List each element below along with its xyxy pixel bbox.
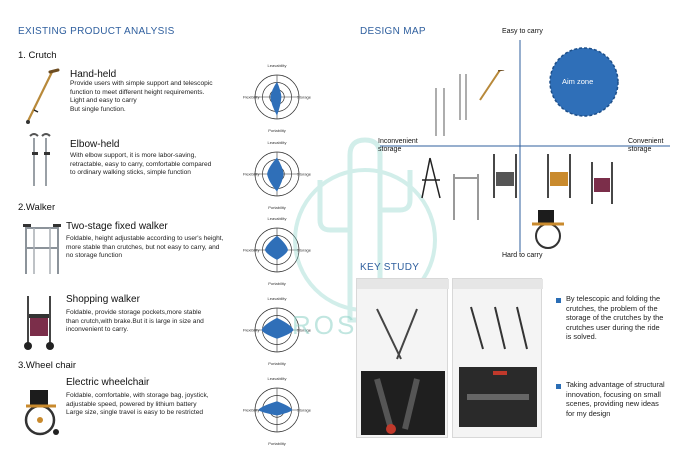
axis-label-convenient-storage: Convenient storage — [628, 138, 663, 154]
product-title-elbow-held: Elbow-held — [70, 139, 120, 150]
desc-line: than crutch,with brake.But it is large i… — [66, 317, 204, 325]
design-map-axes — [380, 40, 670, 252]
radar-label-left: Flexibility — [243, 248, 259, 253]
desc-line: But single function. — [70, 105, 126, 113]
bullet-line: storage of the crutches by the — [566, 313, 664, 323]
section-title-design-map: DESIGN MAP — [360, 26, 426, 37]
bullet-line: scenes, providing new ideas — [566, 399, 659, 409]
product-desc-elbow-held: With elbow support, it is more labor-sav… — [70, 152, 211, 178]
product-desc-shopping-walker: Foldable, provide storage pockets,more s… — [66, 309, 204, 335]
desc-line: adjustable speed, powered by lithium bat… — [66, 400, 197, 408]
elbow-crutch-image — [29, 133, 51, 186]
bullet-square-icon — [556, 384, 561, 389]
radar-label-bottom: Portability — [268, 128, 286, 133]
radar-area — [261, 317, 294, 339]
radar-label-top: Leavability — [268, 216, 287, 221]
radar-label-left: Flexibility — [243, 408, 259, 413]
desc-line: more stable than crutches, but not easy … — [66, 243, 220, 251]
product-desc-electric-wheelchair: Foldable, comfortable, with storage bag,… — [66, 392, 209, 418]
aim-zone-circle — [549, 47, 619, 117]
map-crutches-image — [435, 70, 505, 136]
product-title-two-stage-walker: Two-stage fixed walker — [66, 221, 168, 232]
product-desc-two-stage-walker: Foldable, height adjustable according to… — [66, 235, 223, 261]
aim-zone-label: Aim zone — [562, 77, 594, 86]
category-walker: 2.Walker — [18, 202, 56, 213]
radar-label-right: Storage — [297, 408, 312, 413]
radar-area — [264, 235, 288, 260]
desc-line: to ordinary walking sticks, simple funct… — [70, 169, 191, 177]
fixed-walker-image — [23, 224, 61, 274]
map-wheelchair-image — [532, 210, 564, 249]
radar-label-right: Storage — [297, 95, 312, 100]
shopping-walker-image — [24, 296, 54, 350]
radar-label-left: Flexibility — [243, 95, 259, 100]
desc-line: Foldable, comfortable, with storage bag,… — [66, 392, 209, 399]
desc-line: Large size, single travel is easy to be … — [66, 409, 204, 417]
axis-label-easy-to-carry: Easy to carry — [502, 28, 543, 35]
bullet-line: Taking advantage of structural — [566, 380, 665, 389]
radar-label-bottom: Portability — [268, 281, 286, 286]
key-study-point-1: By telescopic and folding the crutches, … — [566, 294, 663, 342]
label-line: Inconvenient — [378, 138, 418, 145]
electric-wheelchair-image — [24, 390, 59, 436]
label-line: Convenient — [628, 138, 664, 145]
radar-label-right: Storage — [297, 328, 312, 333]
desc-line: Provide users with simple support and te… — [70, 80, 213, 87]
desc-line: Foldable, provide storage pockets,more s… — [66, 309, 202, 316]
desc-line: Foldable, height adjustable according to… — [66, 235, 224, 242]
desc-line: no storage function — [66, 252, 123, 260]
key-study-image-2 — [452, 278, 543, 438]
product-title-electric-wheelchair: Electric wheelchair — [66, 377, 150, 388]
axis-label-inconvenient-storage: Inconvenient storage — [378, 138, 418, 154]
bullet-line: for my design — [566, 408, 611, 418]
radar-label-top: Leavability — [268, 140, 287, 145]
bullet-line: crutches user during the ride — [566, 322, 660, 332]
axis-label-hard-to-carry: Hard to carry — [502, 252, 543, 259]
radar-label-bottom: Portability — [268, 441, 286, 446]
key-study-point-2: Taking advantage of structural innovatio… — [566, 380, 665, 418]
product-title-hand-held: Hand-held — [70, 69, 117, 80]
label-line: storage — [378, 146, 402, 153]
desc-line: function to meet different height requir… — [70, 88, 205, 96]
radar-label-top: Leavability — [268, 376, 287, 381]
radar-label-bottom: Portability — [268, 205, 286, 210]
desc-line: With elbow support, it is more labor-sav… — [70, 152, 197, 159]
label-line: storage — [628, 146, 652, 153]
section-title-existing-product-analysis: EXISTING PRODUCT ANALYSIS — [18, 26, 175, 37]
radar-area — [258, 401, 293, 416]
radar-area — [267, 157, 284, 192]
desc-line: inconvenient to carry. — [66, 326, 129, 334]
category-wheel-chair: 3.Wheel chair — [18, 360, 77, 371]
radar-label-top: Leavability — [268, 296, 287, 301]
radar-label-right: Storage — [297, 248, 312, 253]
radar-area — [270, 81, 282, 116]
map-shopping-walkers-image — [493, 154, 613, 204]
radar-label-left: Flexibility — [243, 172, 259, 177]
map-walkers-image — [421, 157, 479, 220]
radar-label-top: Leavability — [268, 63, 287, 68]
radar-label-left: Flexibility — [243, 328, 259, 333]
hand-held-crutch-image — [26, 68, 60, 124]
radar-label-right: Storage — [297, 172, 312, 177]
bullet-line: By telescopic and folding the — [566, 294, 661, 303]
desc-line: Light and easy to carry — [70, 97, 137, 105]
category-crutch: 1. Crutch — [18, 50, 57, 61]
bullet-line: crutches, the problem of the — [566, 303, 658, 313]
bullet-line: is solved. — [566, 332, 597, 342]
key-study-image-1 — [356, 278, 449, 438]
section-title-key-study: KEY STUDY — [360, 262, 420, 273]
desc-line: retractable, easy to carry, comfortable … — [70, 160, 212, 168]
bullet-square-icon — [556, 298, 561, 303]
bullet-line: innovation, focusing on small — [566, 389, 661, 399]
product-title-shopping-walker: Shopping walker — [66, 294, 140, 305]
radar-label-bottom: Portability — [268, 361, 286, 366]
product-desc-hand-held: Provide users with simple support and te… — [70, 80, 213, 114]
